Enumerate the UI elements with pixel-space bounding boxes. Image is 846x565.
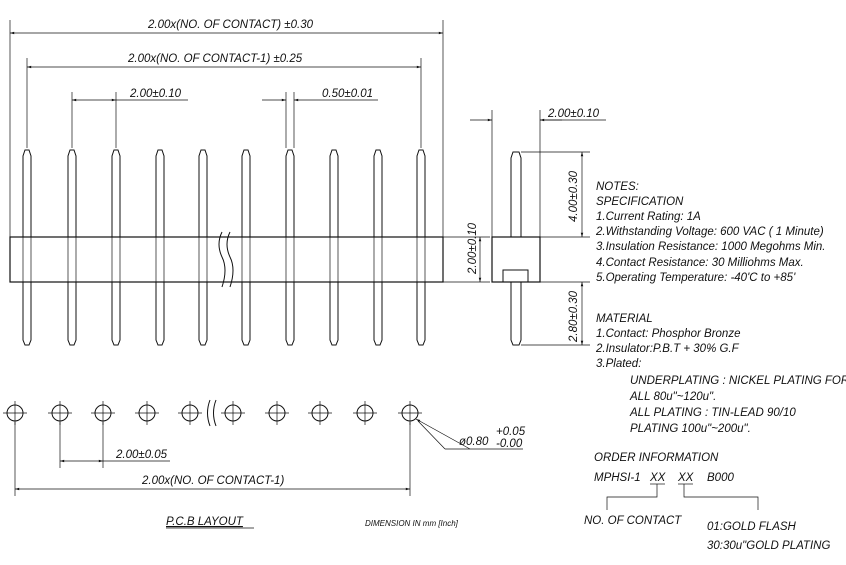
spec-item: 5.Operating Temperature: -40'C to +85': [596, 272, 796, 284]
pin-upper: [416, 149, 426, 237]
dim-body-height: 2.00±0.10: [467, 222, 479, 275]
order-title: ORDER INFORMATION: [594, 452, 719, 464]
pin-lower: [285, 282, 295, 346]
pin-upper: [329, 149, 339, 237]
material-item: 3.Plated:: [596, 358, 641, 370]
side-view: [470, 110, 606, 346]
material-item: 2.Insulator:P.B.T + 30% G.F: [595, 343, 740, 355]
spec-item: 2.Withstanding Voltage: 600 VAC ( 1 Minu…: [595, 226, 824, 238]
break-mark: [226, 231, 234, 288]
notes-title: NOTES:: [596, 181, 639, 193]
order-field-1: XX: [649, 472, 667, 484]
pin-lower: [155, 282, 165, 346]
order-prefix: MPHSI-1: [594, 472, 641, 484]
dim-pitch: 2.00±0.10: [129, 88, 182, 100]
spec-item: 4.Contact Resistance: 30 Milliohms Max.: [596, 257, 804, 269]
pin-upper: [111, 149, 121, 237]
insulator-body: [9, 236, 444, 283]
order-suffix: B000: [707, 472, 734, 484]
pin-lower: [416, 282, 426, 346]
plating-line: UNDERPLATING : NICKEL PLATING FOR: [630, 375, 846, 387]
dimension-unit: DIMENSION IN mm [Inch]: [365, 519, 459, 528]
pin-upper: [285, 149, 295, 237]
plating-line: ALL PLATING : TIN-LEAD 90/10: [629, 407, 796, 419]
dim-pitch-total: 2.00x(NO. OF CONTACT-1) ±0.25: [127, 53, 303, 65]
dim-side-width: 2.00±0.10: [547, 108, 600, 120]
plating-line: ALL 80u"~120u".: [629, 391, 716, 403]
pcb-layout: [3, 399, 523, 496]
material-title: MATERIAL: [596, 313, 653, 325]
dim-upper-pin: 4.00±0.30: [568, 170, 580, 222]
break-mark: [207, 399, 211, 427]
pin-upper: [241, 149, 251, 237]
spec-item: 1.Current Rating: 1A: [596, 211, 701, 223]
pin-lower: [329, 282, 339, 346]
dim-lower-pin: 2.80±0.30: [568, 290, 580, 343]
pin-lower: [198, 282, 208, 346]
pin-upper: [67, 149, 77, 237]
dim-hole-tol-plus: +0.05: [496, 426, 526, 438]
order-field-1-desc: NO. OF CONTACT: [584, 515, 682, 527]
dim-overall: 2.00x(NO. OF CONTACT) ±0.30: [147, 19, 314, 31]
spec-item: 3.Insulation Resistance: 1000 Megohms Mi…: [596, 241, 825, 253]
order-field-2-desc: 30:30u"GOLD PLATING: [707, 540, 830, 552]
dim-pcb-pitch: 2.00±0.05: [115, 449, 168, 461]
pcb-layout-label: P.C.B LAYOUT: [166, 516, 244, 528]
material-item: 1.Contact: Phosphor Bronze: [596, 328, 740, 340]
spec-title: SPECIFICATION: [596, 196, 684, 208]
plating-line: PLATING 100u"~200u".: [630, 423, 751, 435]
break-mark: [218, 231, 226, 288]
pin-lower: [111, 282, 121, 346]
dim-pcb-total: 2.00x(NO. OF CONTACT-1): [141, 475, 284, 487]
pin-upper: [373, 149, 383, 237]
order-field-2-desc: 01:GOLD FLASH: [707, 521, 797, 533]
pin-upper: [155, 149, 165, 237]
pin-upper: [198, 149, 208, 237]
dim-pin-width: 0.50±0.01: [322, 88, 373, 100]
order-information: ORDER INFORMATION MPHSI-1 XX XX B000 NO.…: [584, 452, 830, 552]
dimension-lines: [9, 20, 490, 283]
pin-upper: [22, 149, 32, 237]
break-mark: [213, 399, 217, 427]
dim-hole-dia: ø0.80: [459, 436, 489, 448]
pin-lower: [22, 282, 32, 346]
pin-lower: [373, 282, 383, 346]
notes: NOTES: SPECIFICATION 1.Current Rating: 1…: [595, 181, 846, 435]
front-view: [9, 149, 444, 346]
dim-hole-tol-minus: -0.00: [496, 438, 523, 450]
order-field-2: XX: [677, 472, 695, 484]
pin-lower: [67, 282, 77, 346]
pin-lower: [241, 282, 251, 346]
